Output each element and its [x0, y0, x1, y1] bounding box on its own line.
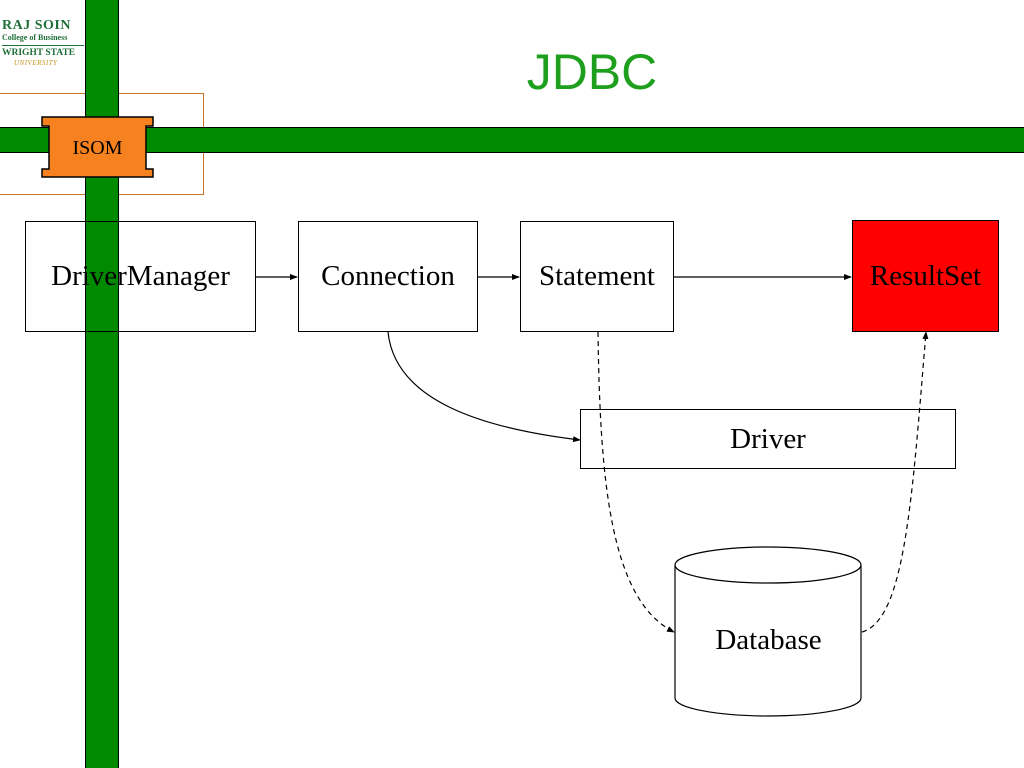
isom-badge-shape: [41, 116, 154, 178]
node-resultset-label: ResultSet: [869, 259, 982, 292]
database-cylinder: [674, 546, 862, 717]
logo-line-4: UNIVERSITY: [14, 59, 58, 67]
green-horizontal-bar: [0, 127, 1024, 153]
slide-title: JDBC: [526, 44, 658, 100]
logo-line-2: College of Business: [2, 33, 84, 46]
node-database-label: Database: [715, 624, 822, 656]
node-connection: Connection: [298, 221, 478, 332]
node-drivermanager-label: DriverManager: [51, 260, 230, 292]
dashed-arrow-database-to-resultset: [861, 331, 929, 633]
node-statement: Statement: [520, 221, 674, 332]
node-drivermanager: DriverManager: [25, 221, 256, 332]
raj-soin-logo: RAJ SOIN College of Business WRIGHT STAT…: [2, 18, 84, 67]
logo-line-1: RAJ SOIN: [2, 18, 71, 33]
node-resultset: ResultSet: [852, 220, 999, 332]
dashed-arrow-statement-to-database: [597, 331, 675, 633]
node-driver-label: Driver: [730, 422, 806, 455]
isom-badge: ISOM: [41, 116, 154, 178]
node-driver: Driver: [580, 409, 956, 469]
arrow-connection-to-driver: [387, 331, 581, 443]
node-statement-label: Statement: [539, 260, 655, 292]
logo-line-3: WRIGHT STATE: [2, 48, 76, 58]
node-connection-label: Connection: [321, 260, 455, 292]
isom-label: ISOM: [72, 137, 123, 159]
